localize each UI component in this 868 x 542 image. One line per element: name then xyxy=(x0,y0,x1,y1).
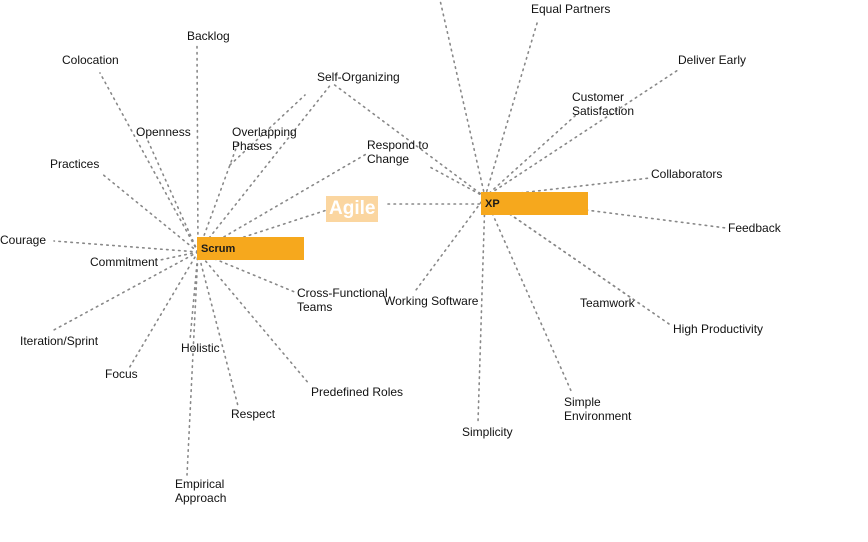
connector-line xyxy=(159,251,199,261)
term-backlog[interactable]: Backlog xyxy=(187,29,230,43)
term-colocation[interactable]: Colocation xyxy=(62,53,119,67)
term-commitment[interactable]: Commitment xyxy=(90,255,159,269)
connector-line xyxy=(484,114,577,198)
connector-line xyxy=(415,196,486,291)
term-equal-partners[interactable]: Equal Partners xyxy=(531,2,611,16)
connector-line xyxy=(484,196,727,229)
term-overlapping-phases[interactable]: Overlapping Phases xyxy=(232,125,297,153)
term-practices[interactable]: Practices xyxy=(50,157,100,171)
connector-line xyxy=(427,165,486,198)
term-teamwork[interactable]: Teamwork xyxy=(580,296,635,310)
connector-line xyxy=(439,0,486,198)
term-predefined-roles[interactable]: Predefined Roles xyxy=(311,385,404,399)
connector-line xyxy=(197,208,331,253)
term-customer-satisfaction[interactable]: Customer Satisfaction xyxy=(572,90,635,118)
term-simplicity[interactable]: Simplicity xyxy=(462,425,513,439)
hub-node-scrum[interactable]: Scrum xyxy=(197,237,304,260)
term-simple-environment[interactable]: Simple Environment xyxy=(564,395,632,423)
term-cross-functional-teams[interactable]: Cross-Functional Teams xyxy=(297,286,388,314)
connector-line xyxy=(477,196,486,423)
term-holistic[interactable]: Holistic xyxy=(181,341,220,355)
term-focus[interactable]: Focus xyxy=(105,367,138,381)
connector-line xyxy=(196,45,199,253)
term-feedback[interactable]: Feedback xyxy=(728,221,781,235)
connector-line xyxy=(197,251,311,386)
term-self-organizing[interactable]: Self-Organizing xyxy=(317,70,400,84)
connector-line xyxy=(189,251,199,341)
connector-line xyxy=(53,240,199,253)
term-collaborators[interactable]: Collaborators xyxy=(651,167,723,181)
term-courage[interactable]: Courage xyxy=(0,233,47,247)
connector-line xyxy=(197,142,239,253)
hub-node-xp[interactable]: XP xyxy=(481,192,588,215)
connector-line xyxy=(127,251,199,371)
connector-line xyxy=(229,94,306,166)
connector-line xyxy=(197,82,333,253)
term-iteration-sprint[interactable]: Iteration/Sprint xyxy=(20,334,99,348)
center-node-agile[interactable]: Agile xyxy=(326,196,379,222)
connector-line xyxy=(331,82,486,198)
connector-line xyxy=(186,251,199,476)
term-working-software[interactable]: Working Software xyxy=(384,294,479,308)
term-respond-to-change[interactable]: Respond to Change xyxy=(367,138,429,166)
term-empirical-approach[interactable]: Empirical Approach xyxy=(175,477,227,505)
term-high-productivity[interactable]: High Productivity xyxy=(673,322,764,336)
connector-line xyxy=(99,72,199,253)
term-openness[interactable]: Openness xyxy=(136,125,191,139)
term-deliver-early[interactable]: Deliver Early xyxy=(678,53,747,67)
connector-line xyxy=(484,19,539,198)
term-respect[interactable]: Respect xyxy=(231,407,276,421)
connector-line xyxy=(197,251,239,407)
connector-line xyxy=(197,152,369,253)
connector-line xyxy=(484,196,573,394)
connector-line xyxy=(484,69,679,198)
connector-line xyxy=(51,251,199,332)
connector-line xyxy=(484,177,651,198)
connector-line xyxy=(147,140,199,253)
connector-line xyxy=(100,172,199,253)
